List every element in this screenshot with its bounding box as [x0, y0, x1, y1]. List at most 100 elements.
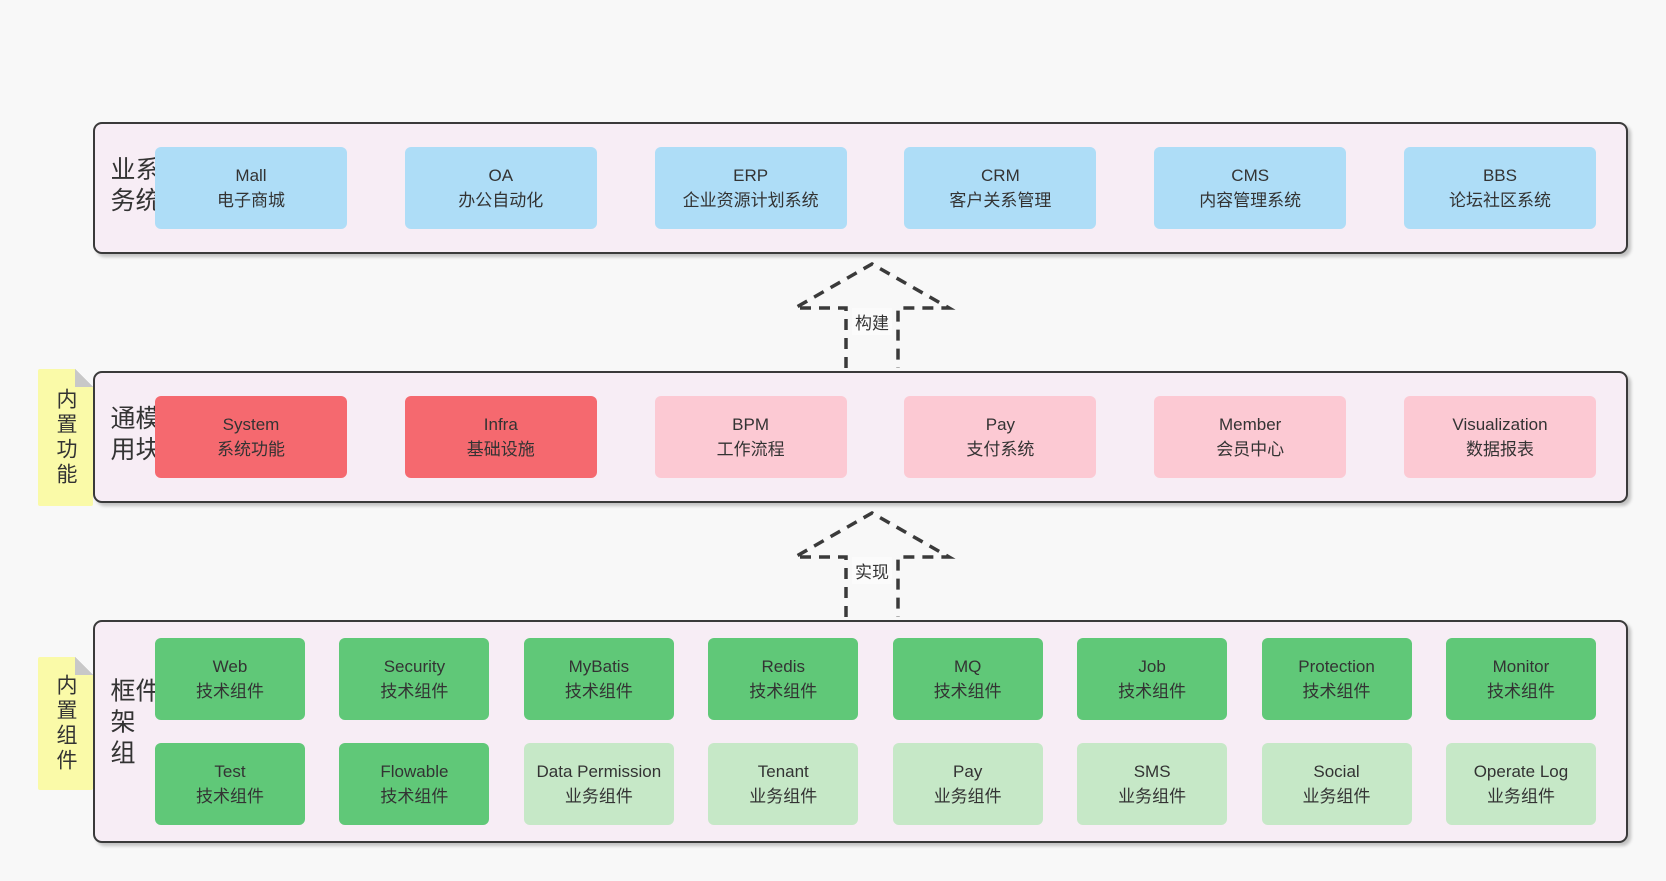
box-name: SMS [1133, 762, 1171, 781]
box-mall: Mall 电子商城 [155, 147, 347, 229]
box-desc: 业务组件 [933, 787, 1002, 806]
sticky-tag-built-in-components: 内置组件 [38, 657, 93, 790]
box-name: Data Permission [536, 762, 662, 781]
box-desc: 基础设施 [466, 440, 535, 459]
box-desc: 办公自动化 [458, 191, 544, 210]
box-tenant: Tenant 业务组件 [708, 743, 859, 825]
arrow-implement-label: 实现 [852, 557, 892, 584]
box-name: Flowable [380, 762, 449, 781]
box-desc: 业务组件 [564, 787, 633, 806]
box-desc: 技术组件 [380, 787, 449, 806]
box-name: OA [488, 166, 514, 185]
box-security: Security 技术组件 [339, 638, 490, 720]
sticky-tag-text: 内置功能 [54, 387, 77, 488]
box-system: System 系统功能 [155, 396, 347, 478]
box-mq: MQ 技术组件 [892, 638, 1043, 720]
box-desc: 支付系统 [966, 440, 1035, 459]
box-visualization: Visualization 数据报表 [1403, 396, 1596, 478]
box-oa: OA 办公自动化 [404, 147, 597, 229]
arrow-build: 构建 [787, 256, 957, 368]
layer-business-systems: 业务系统 Mall 电子商城 OA 办公自动化 ERP 企业资源计划系统 CRM… [93, 122, 1628, 254]
box-desc: 技术组件 [1118, 682, 1187, 701]
box-desc: 论坛社区系统 [1448, 191, 1551, 210]
box-mybatis: MyBatis 技术组件 [523, 638, 674, 720]
box-pay: Pay 支付系统 [904, 396, 1097, 478]
box-desc: 内容管理系统 [1199, 191, 1302, 210]
box-name: CMS [1231, 166, 1270, 185]
box-name: MyBatis [568, 657, 630, 676]
folded-corner-icon [75, 657, 93, 675]
box-name: BBS [1482, 166, 1517, 185]
box-desc: 业务组件 [1486, 787, 1555, 806]
box-flowable: Flowable 技术组件 [339, 743, 490, 825]
box-desc: 业务组件 [1118, 787, 1187, 806]
box-desc: 技术组件 [749, 682, 818, 701]
box-name: Social [1313, 762, 1360, 781]
box-social: Social 业务组件 [1261, 743, 1412, 825]
box-crm: CRM 客户关系管理 [904, 147, 1097, 229]
box-name: CRM [981, 166, 1020, 185]
layer-framework-components: 框架组件 Web 技术组件 Security 技术组件 MyBatis 技术组件… [93, 620, 1628, 843]
box-data-permission: Data Permission 业务组件 [523, 743, 674, 825]
up-arrow-icon [788, 261, 956, 368]
box-desc: 工作流程 [716, 440, 785, 459]
box-monitor: Monitor 技术组件 [1445, 638, 1596, 720]
box-operate-log: Operate Log 业务组件 [1445, 743, 1596, 825]
box-sms: SMS 业务组件 [1077, 743, 1228, 825]
box-desc: 业务组件 [749, 787, 818, 806]
sticky-tag-built-in-features: 内置功能 [38, 369, 93, 506]
folded-corner-icon [75, 369, 93, 387]
box-cms: CMS 内容管理系统 [1154, 147, 1347, 229]
box-test: Test 技术组件 [155, 743, 305, 825]
layer-framework-label: 框架组件 [107, 676, 160, 770]
box-name: Security [383, 657, 446, 676]
box-desc: 电子商城 [217, 191, 285, 210]
box-name: Tenant [757, 762, 809, 781]
box-bpm: BPM 工作流程 [654, 396, 847, 478]
box-name: Test [214, 762, 246, 781]
box-name: Job [1138, 657, 1166, 676]
box-name: Member [1219, 415, 1282, 434]
arrow-implement: 实现 [787, 505, 957, 617]
box-desc: 技术组件 [933, 682, 1002, 701]
layer-common-modules: 通用模块 System 系统功能 Infra 基础设施 BPM 工作流程 Pay… [93, 371, 1628, 503]
box-desc: 技术组件 [196, 682, 264, 701]
box-job: Job 技术组件 [1077, 638, 1228, 720]
layer-business-label: 业务系统 [107, 156, 160, 218]
box-name: MQ [953, 657, 982, 676]
box-desc: 技术组件 [1486, 682, 1555, 701]
box-member: Member 会员中心 [1154, 396, 1347, 478]
box-name: BPM [732, 415, 770, 434]
box-name: ERP [733, 166, 769, 185]
box-name: Visualization [1452, 415, 1548, 434]
box-desc: 系统功能 [217, 440, 285, 459]
box-desc: 技术组件 [1302, 682, 1371, 701]
box-protection: Protection 技术组件 [1261, 638, 1412, 720]
box-desc: 会员中心 [1216, 440, 1285, 459]
box-desc: 企业资源计划系统 [682, 191, 819, 210]
box-name: Mall [235, 166, 267, 185]
box-name: System [222, 415, 280, 434]
box-erp: ERP 企业资源计划系统 [654, 147, 847, 229]
box-name: Monitor [1492, 657, 1550, 676]
box-name: Redis [761, 657, 805, 676]
box-desc: 技术组件 [564, 682, 633, 701]
box-name: Operate Log [1473, 762, 1569, 781]
box-name: Pay [985, 415, 1016, 434]
up-arrow-icon [788, 510, 956, 617]
layer-common-label: 通用模块 [107, 405, 160, 467]
box-desc: 客户关系管理 [949, 191, 1052, 210]
box-name: Protection [1298, 657, 1375, 676]
box-desc: 技术组件 [196, 787, 264, 806]
arrow-build-label: 构建 [852, 308, 892, 335]
box-name: Pay [953, 762, 983, 781]
box-name: Web [212, 657, 248, 676]
box-desc: 技术组件 [380, 682, 449, 701]
box-name: Infra [483, 415, 518, 434]
box-infra: Infra 基础设施 [404, 396, 597, 478]
box-web: Web 技术组件 [155, 638, 305, 720]
box-bbs: BBS 论坛社区系统 [1403, 147, 1596, 229]
box-redis: Redis 技术组件 [708, 638, 859, 720]
box-desc: 数据报表 [1465, 440, 1534, 459]
